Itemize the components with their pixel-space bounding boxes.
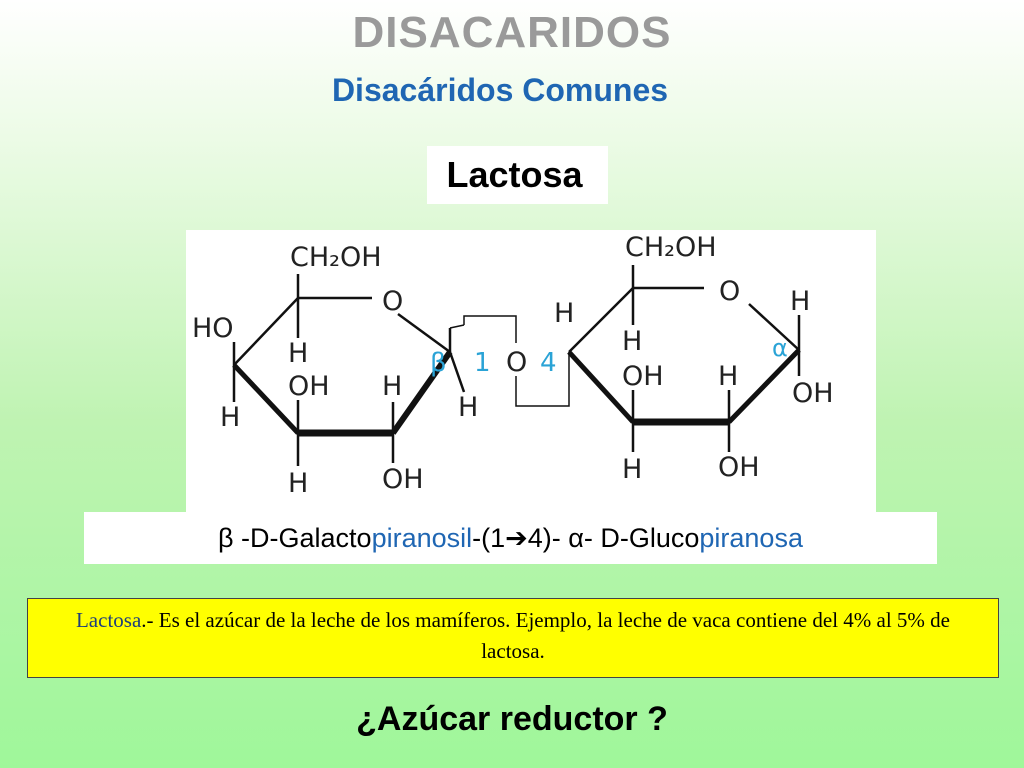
lactose-structure-diagram: CH₂OH O HO H H OH H H OH H β 1 O 4 CH₂OH… <box>186 230 876 512</box>
glucose-ch2oh-label: CH₂OH <box>625 232 717 263</box>
systematic-name-part-5: piranosa <box>699 523 803 553</box>
molecule-name-box: Lactosa <box>427 146 608 204</box>
glucose-oh-anomeric-label: OH <box>792 378 834 409</box>
galactose-ho-label: HO <box>192 313 234 344</box>
glucose-oh-label: OH <box>622 361 664 392</box>
systematic-name-box: β -D-Galactopiranosil-(1➔4)- α- D-Glucop… <box>84 512 937 564</box>
carbon-four-label: 4 <box>540 348 557 378</box>
glucose-h-label-a: H <box>622 326 642 357</box>
glucose-h-anomeric-label: H <box>790 286 810 317</box>
systematic-name-part-3: -(1 <box>472 523 506 553</box>
glucose-h-label-b: H <box>718 361 738 392</box>
reducing-sugar-question: ¿Azúcar reductor ? <box>356 700 668 738</box>
glucose-h-label-top: H <box>554 298 574 329</box>
glucose-h-label-c: H <box>622 454 642 485</box>
description-text: .- Es el azúcar de la leche de los mamíf… <box>141 608 950 663</box>
glucose-ring <box>567 265 801 452</box>
slide-title: DISACARIDOS <box>352 8 672 57</box>
galactose-h-label-d: H <box>288 468 308 499</box>
galactose-h-label-c: H <box>382 371 402 402</box>
slide-subtitle: Disacáridos Comunes <box>331 72 669 108</box>
glucose-ring-oxygen-label: O <box>719 276 740 307</box>
galactose-oh-label: OH <box>288 371 330 402</box>
galactose-oh-label-b: OH <box>382 464 424 495</box>
galactose-ring <box>232 274 466 466</box>
galactose-ch2oh-label: CH₂OH <box>290 242 382 273</box>
galactose-h-label-e: H <box>458 392 478 423</box>
molecule-name: Lactosa <box>446 154 583 195</box>
haworth-projection: CH₂OH O HO H H OH H H OH H β 1 O 4 CH₂OH… <box>192 232 834 499</box>
bridge-oxygen-label: O <box>506 347 527 378</box>
linkage-arrow-icon: ➔ <box>505 523 528 553</box>
glucose-oh-label-b: OH <box>718 452 760 483</box>
galactose-ring-oxygen-label: O <box>382 286 403 317</box>
galactose-h-label-b: H <box>220 402 240 433</box>
carbon-one-label: 1 <box>474 348 491 378</box>
systematic-name-part-4: 4)- α- D-Gluco <box>527 523 700 553</box>
systematic-name-part-1: β -D-Galacto <box>218 523 372 553</box>
alpha-anomer-label: α <box>772 334 788 362</box>
beta-anomer-label: β <box>430 348 447 378</box>
systematic-name-part-2: piranosil <box>371 523 473 553</box>
description-lead: Lactosa <box>75 608 142 632</box>
galactose-h-label-a: H <box>288 338 308 369</box>
description-box: Lactosa.- Es el azúcar de la leche de lo… <box>27 598 999 678</box>
glycosidic-bond <box>449 315 570 407</box>
